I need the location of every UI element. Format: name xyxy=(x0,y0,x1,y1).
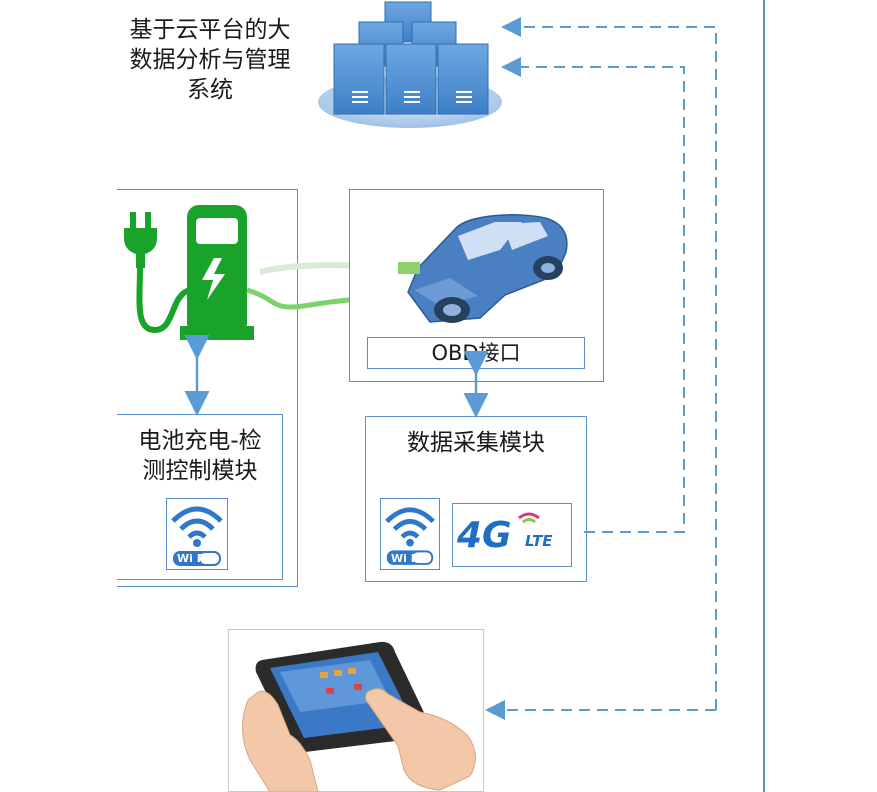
cloud-title-line1: 基于云平台的大 xyxy=(129,17,291,43)
battery-control-line2: 测控制模块 xyxy=(142,458,258,484)
cloud-title: 基于云平台的大 数据分析与管理 系统 xyxy=(105,15,315,105)
4g-lte-icon: 4G LTE xyxy=(452,503,572,567)
lte-text: LTE xyxy=(525,532,553,550)
battery-control-label: 电池充电-检 测控制模块 xyxy=(117,426,283,486)
cloud-title-line2: 数据分析与管理 xyxy=(129,47,291,73)
4g-lte-icon xyxy=(518,512,540,524)
wifi-icon: Wi Fi xyxy=(166,498,228,570)
wifi-icon xyxy=(385,507,435,565)
cloud-tablet-link xyxy=(501,17,717,710)
wifi-text: Wi Fi xyxy=(177,552,209,565)
lte-cloud-link xyxy=(501,57,685,533)
wifi-text: Wi Fi xyxy=(391,552,423,565)
right-divider xyxy=(763,0,765,792)
wifi-icon: Wi Fi xyxy=(380,498,440,570)
cloud-title-line3: 系统 xyxy=(187,77,233,103)
4g-text: 4G xyxy=(457,515,512,556)
battery-control-line1: 电池充电-检 xyxy=(138,428,262,454)
data-module-label: 数据采集模块 xyxy=(407,430,545,456)
wifi-icon xyxy=(171,506,223,566)
